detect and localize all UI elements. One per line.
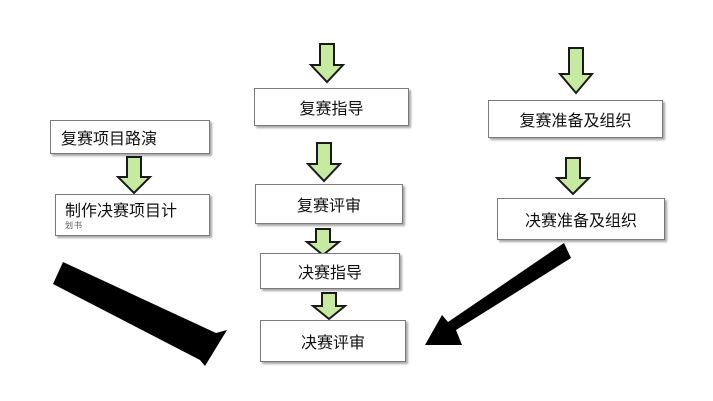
- node-final-preparation: 决赛准备及组织: [497, 198, 665, 240]
- down-arrow-icon: [305, 142, 343, 183]
- down-arrow-icon: [115, 156, 153, 195]
- node-label: 决赛指导: [297, 263, 362, 282]
- node-label: 决赛评审: [300, 333, 365, 352]
- node-semifinal-review: 复赛评审: [255, 184, 403, 224]
- node-semifinal-preparation: 复赛准备及组织: [488, 100, 663, 138]
- node-semifinal-roadshow: 复赛项目路演: [50, 120, 210, 154]
- node-final-review: 决赛评审: [260, 320, 406, 362]
- node-label: 复赛准备及组织: [519, 111, 632, 130]
- node-label: 制作决赛项目计: [65, 201, 178, 220]
- node-label: 复赛评审: [296, 196, 361, 215]
- node-label: 复赛指导: [299, 99, 364, 118]
- down-arrow-icon: [310, 292, 348, 321]
- node-label: 复赛项目路演: [61, 129, 158, 148]
- node-final-plan-writing: 制作决赛项目计 划书: [55, 194, 210, 236]
- down-arrow-icon: [308, 43, 346, 84]
- down-arrow-icon: [557, 47, 595, 95]
- diagonal-arrow-left: [53, 262, 227, 366]
- node-semifinal-guidance: 复赛指导: [254, 88, 409, 126]
- diagonal-arrow-right: [425, 243, 571, 345]
- node-label: 决赛准备及组织: [524, 211, 637, 230]
- down-arrow-icon: [304, 228, 342, 257]
- node-final-guidance: 决赛指导: [260, 253, 400, 289]
- node-label-overflow: 划书: [65, 221, 83, 230]
- down-arrow-icon: [554, 157, 592, 196]
